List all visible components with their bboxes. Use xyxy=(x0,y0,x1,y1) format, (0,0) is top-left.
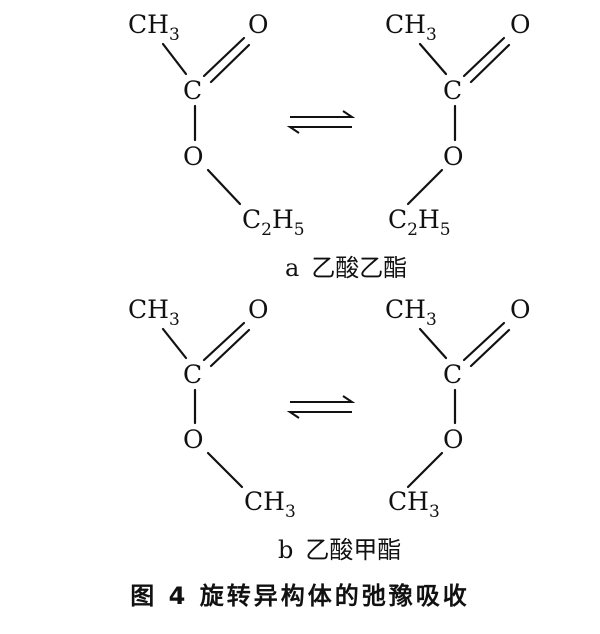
oxygen-methyl-bond xyxy=(206,451,244,489)
methyl-group: CH3 xyxy=(385,295,437,330)
carbonyl-double-bond xyxy=(202,321,246,362)
panel-a-right-molecule: CH3 O C O C2H5 xyxy=(385,10,531,240)
methyl-group: CH3 xyxy=(385,10,437,45)
carbonyl-oxygen: O xyxy=(248,295,269,324)
ethyl-group: C2H5 xyxy=(242,205,305,240)
carbonyl-carbon: C xyxy=(443,360,462,389)
panel-b-left-molecule: CH3 O C O CH3 xyxy=(128,295,296,522)
ester-oxygen: O xyxy=(443,425,464,454)
methyl-carbon-bond xyxy=(418,42,448,76)
ethyl-group: C2H5 xyxy=(388,205,451,240)
panel-b-equilibrium-arrows xyxy=(286,395,356,419)
carbonyl-carbon: C xyxy=(443,76,462,105)
methyl-carbon-bond xyxy=(418,327,448,360)
ester-oxygen: O xyxy=(443,142,464,171)
carbonyl-oxygen: O xyxy=(510,295,531,324)
carbonyl-double-bond xyxy=(462,36,506,78)
forward-arrow xyxy=(290,395,356,403)
forward-arrow xyxy=(290,110,356,118)
carbonyl-double-bond-second xyxy=(469,328,511,368)
methoxy-methyl-group: CH3 xyxy=(244,487,296,522)
carbonyl-carbon: C xyxy=(183,76,202,105)
figure-caption: 图 4 旋转异构体的弛豫吸收 xyxy=(130,582,469,610)
carbonyl-double-bond-second xyxy=(469,43,511,84)
methoxy-methyl-group: CH3 xyxy=(388,487,440,522)
panel-a-equilibrium-arrows xyxy=(286,110,356,134)
carbonyl-carbon: C xyxy=(183,360,202,389)
oxygen-ethyl-bond xyxy=(206,168,242,206)
carbonyl-double-bond-second xyxy=(209,328,251,368)
methyl-group: CH3 xyxy=(128,295,180,330)
ester-oxygen: O xyxy=(183,425,204,454)
carbonyl-oxygen: O xyxy=(510,10,531,39)
methyl-group: CH3 xyxy=(128,10,180,45)
ester-oxygen: O xyxy=(183,142,204,171)
methyl-carbon-bond xyxy=(161,327,188,360)
carbonyl-double-bond xyxy=(202,36,246,78)
oxygen-ethyl-bond xyxy=(406,168,444,206)
panel-b-right-molecule: CH3 O C O CH3 xyxy=(385,295,531,522)
oxygen-methyl-bond xyxy=(406,451,444,489)
carbonyl-oxygen: O xyxy=(248,10,269,39)
reverse-arrow xyxy=(286,126,352,134)
reverse-arrow xyxy=(286,411,352,419)
panel-a-left-molecule: CH3 O C O C2H5 xyxy=(128,10,305,240)
carbonyl-double-bond-second xyxy=(209,43,251,84)
methyl-carbon-bond xyxy=(161,42,188,76)
carbonyl-double-bond xyxy=(462,321,506,362)
